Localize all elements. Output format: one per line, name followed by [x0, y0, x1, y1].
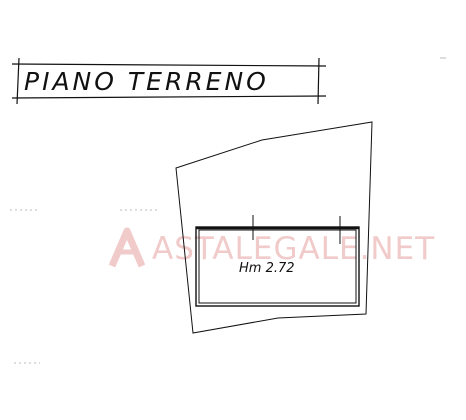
title-box [11, 57, 327, 105]
lot-outline [175, 121, 373, 334]
watermark-logo-icon [108, 227, 146, 268]
margin-marks [10, 57, 446, 364]
opening-marks [246, 215, 341, 244]
plan-title: PIANO TERRENO [24, 67, 269, 96]
room-height-label: Hm 2.72 [239, 261, 295, 276]
